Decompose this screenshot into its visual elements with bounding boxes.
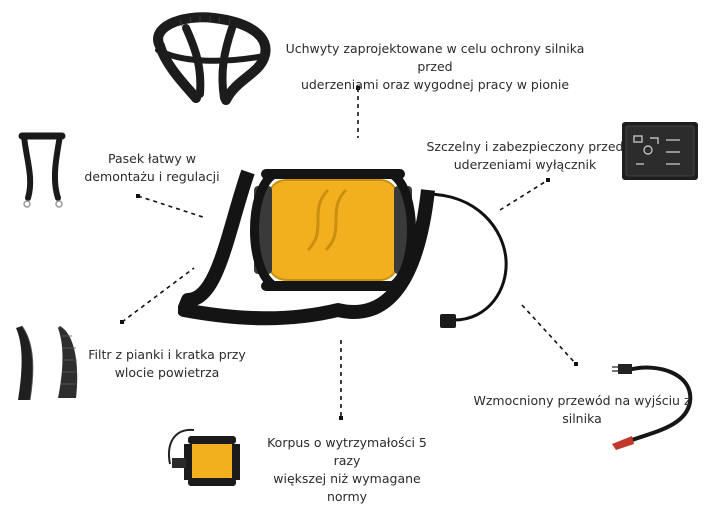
label-cable: Wzmocniony przewód na wyjściu z silnika bbox=[473, 393, 691, 426]
switch-panel-image bbox=[622, 122, 698, 180]
connector-strap bbox=[137, 195, 207, 219]
label-filter: Filtr z pianki i kratka przy wlocie powi… bbox=[88, 347, 246, 380]
connector-cable bbox=[521, 304, 577, 365]
label-handles: Uchwyty zaprojektowane w celu ochrony si… bbox=[285, 41, 585, 92]
label-switch: Szczelny i zabezpieczony przed uderzenia… bbox=[426, 139, 624, 172]
label-body: Korpus o wytrzymałości 5 razy większej n… bbox=[267, 435, 427, 504]
cable-image bbox=[612, 364, 693, 450]
strap-image bbox=[18, 132, 66, 208]
connector-switch bbox=[499, 179, 549, 211]
label-strap: Pasek łatwy w demontażu i regulacji bbox=[84, 151, 220, 184]
motor-main-image bbox=[178, 169, 508, 328]
connector-filter bbox=[121, 267, 195, 323]
motor-small-image bbox=[168, 428, 240, 486]
handle-frame-image bbox=[153, 12, 271, 105]
filter-grille-image bbox=[16, 325, 78, 401]
